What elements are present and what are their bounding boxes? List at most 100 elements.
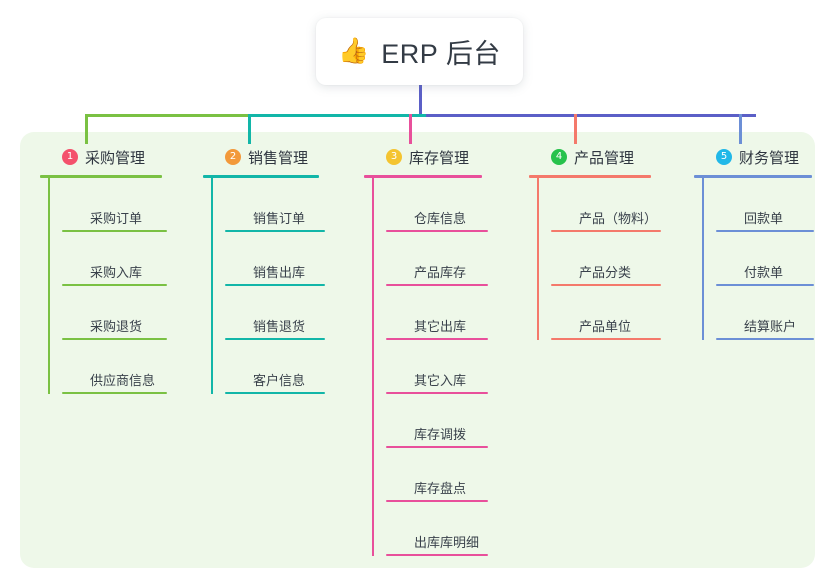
- bus-teal: [248, 114, 426, 117]
- column-items: 销售订单销售出库销售退货客户信息: [203, 178, 353, 394]
- column-header-rule: [694, 175, 812, 178]
- leaf-item[interactable]: 仓库信息: [386, 178, 514, 232]
- leaf-item-rule: [386, 284, 488, 286]
- root-node-title: ERP 后台: [381, 39, 501, 69]
- column-title: 库存管理: [409, 149, 470, 167]
- leaf-item-rule: [386, 230, 488, 232]
- column-header-5[interactable]: 5 财务管理: [694, 146, 824, 168]
- leaf-item[interactable]: 结算账户: [716, 286, 824, 340]
- leaf-item-rule: [386, 554, 488, 556]
- leaf-item-label: 其它入库: [414, 373, 467, 388]
- column-drop-2: [248, 114, 251, 144]
- leaf-item[interactable]: 采购退货: [62, 286, 190, 340]
- column-badge-2: 2: [225, 149, 241, 165]
- leaf-item[interactable]: 库存盘点: [386, 448, 514, 502]
- column-header-rule: [364, 175, 482, 178]
- leaf-item-rule: [62, 284, 167, 286]
- leaf-item-rule: [225, 338, 325, 340]
- leaf-item-label: 销售订单: [253, 211, 306, 226]
- leaf-item-label: 产品（物料）: [579, 211, 658, 226]
- leaf-item-label: 其它出库: [414, 319, 467, 334]
- root-trunk: [419, 85, 422, 115]
- root-node-erp[interactable]: 👍 ERP 后台: [316, 18, 523, 85]
- leaf-item-rule: [551, 230, 661, 232]
- leaf-item[interactable]: 销售订单: [225, 178, 353, 232]
- column-badge-4: 4: [551, 149, 567, 165]
- leaf-item-rule: [386, 500, 488, 502]
- leaf-item-rule: [386, 392, 488, 394]
- column-采购管理: 1 采购管理采购订单采购入库采购退货供应商信息: [40, 146, 190, 394]
- column-spine: [537, 178, 539, 340]
- leaf-item[interactable]: 付款单: [716, 232, 824, 286]
- column-badge-3: 3: [386, 149, 402, 165]
- column-产品管理: 4 产品管理产品（物料） 产品分类产品单位: [529, 146, 689, 340]
- leaf-item-rule: [551, 284, 661, 286]
- column-spine: [702, 178, 704, 340]
- leaf-item-label: 产品单位: [579, 319, 632, 334]
- leaf-item-label: 出库库明细: [414, 535, 480, 550]
- leaf-item[interactable]: 采购订单: [62, 178, 190, 232]
- leaf-item-label: 付款单: [744, 265, 784, 280]
- column-header-1[interactable]: 1 采购管理: [40, 146, 190, 168]
- thumbs-up-icon: 👍: [338, 37, 370, 65]
- column-header-3[interactable]: 3 库存管理: [364, 146, 514, 168]
- column-库存管理: 3 库存管理仓库信息产品库存其它出库其它入库库存调拨库存盘点出库库明细: [364, 146, 514, 556]
- leaf-item[interactable]: 出库库明细: [386, 502, 514, 556]
- column-spine: [211, 178, 213, 394]
- leaf-item-label: 仓库信息: [414, 211, 467, 226]
- leaf-item-rule: [716, 284, 814, 286]
- column-badge-5: 5: [716, 149, 732, 165]
- leaf-item-rule: [225, 230, 325, 232]
- column-header-2[interactable]: 2 销售管理: [203, 146, 353, 168]
- column-items: 仓库信息产品库存其它出库其它入库库存调拨库存盘点出库库明细: [364, 178, 514, 556]
- leaf-item[interactable]: 采购入库: [62, 232, 190, 286]
- leaf-item-label: 采购退货: [90, 319, 143, 334]
- leaf-item[interactable]: 产品单位: [551, 286, 689, 340]
- leaf-item-rule: [386, 338, 488, 340]
- leaf-item[interactable]: 销售出库: [225, 232, 353, 286]
- column-title: 产品管理: [574, 149, 635, 167]
- leaf-item[interactable]: 产品分类: [551, 232, 689, 286]
- column-title: 财务管理: [739, 149, 800, 167]
- leaf-item-rule: [225, 392, 325, 394]
- leaf-item-label: 销售退货: [253, 319, 306, 334]
- leaf-item-label: 采购入库: [90, 265, 143, 280]
- leaf-item[interactable]: 库存调拨: [386, 394, 514, 448]
- bus-purple: [426, 114, 756, 117]
- leaf-item-label: 结算账户: [744, 319, 797, 334]
- column-drop-4: [574, 114, 577, 144]
- column-财务管理: 5 财务管理回款单付款单结算账户: [694, 146, 824, 340]
- column-drop-3: [409, 114, 412, 144]
- leaf-item[interactable]: 其它出库: [386, 286, 514, 340]
- leaf-item-rule: [62, 230, 167, 232]
- bus-green: [85, 114, 248, 117]
- column-drop-1: [85, 114, 88, 144]
- column-spine: [48, 178, 50, 394]
- leaf-item-label: 采购订单: [90, 211, 143, 226]
- column-badge-1: 1: [62, 149, 78, 165]
- leaf-item-label: 回款单: [744, 211, 784, 226]
- leaf-item-rule: [62, 338, 167, 340]
- column-header-rule: [40, 175, 162, 178]
- column-title: 销售管理: [248, 149, 309, 167]
- leaf-item[interactable]: 供应商信息: [62, 340, 190, 394]
- leaf-item-rule: [386, 446, 488, 448]
- leaf-item[interactable]: 产品（物料）: [551, 178, 689, 232]
- column-header-4[interactable]: 4 产品管理: [529, 146, 689, 168]
- leaf-item[interactable]: 产品库存: [386, 232, 514, 286]
- leaf-item-label: 供应商信息: [90, 373, 156, 388]
- leaf-item[interactable]: 销售退货: [225, 286, 353, 340]
- column-spine: [372, 178, 374, 556]
- leaf-item[interactable]: 回款单: [716, 178, 824, 232]
- leaf-item-rule: [551, 338, 661, 340]
- leaf-item[interactable]: 客户信息: [225, 340, 353, 394]
- leaf-item-label: 产品分类: [579, 265, 632, 280]
- leaf-item-label: 销售出库: [253, 265, 306, 280]
- leaf-item-rule: [225, 284, 325, 286]
- leaf-item[interactable]: 其它入库: [386, 340, 514, 394]
- column-items: 回款单付款单结算账户: [694, 178, 824, 340]
- column-items: 采购订单采购入库采购退货供应商信息: [40, 178, 190, 394]
- column-title: 采购管理: [85, 149, 146, 167]
- column-销售管理: 2 销售管理销售订单销售出库销售退货客户信息: [203, 146, 353, 394]
